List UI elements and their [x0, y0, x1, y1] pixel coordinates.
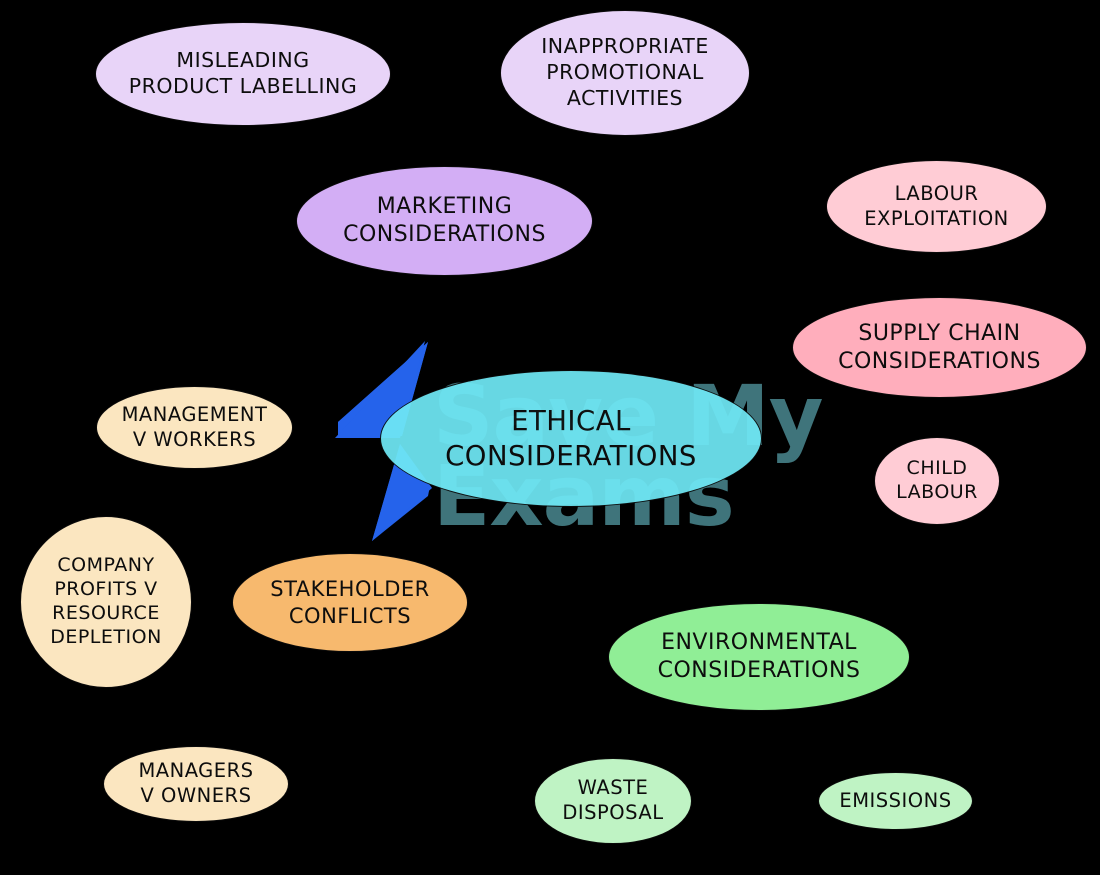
node-labour-exploitation: LABOUR EXPLOITATION	[826, 160, 1047, 253]
node-waste-disposal: WASTE DISPOSAL	[534, 758, 692, 844]
node-supply-chain-considerations: SUPPLY CHAIN CONSIDERATIONS	[792, 297, 1087, 398]
node-managers-v-owners: MANAGERS V OWNERS	[103, 746, 289, 822]
node-ethical-considerations-center: ETHICAL CONSIDERATIONS	[380, 370, 762, 507]
node-management-v-workers: MANAGEMENT V WORKERS	[96, 386, 293, 469]
node-inappropriate-promotional-activities: INAPPROPRIATE PROMOTIONAL ACTIVITIES	[500, 10, 750, 136]
node-marketing-considerations: MARKETING CONSIDERATIONS	[296, 166, 593, 276]
node-company-profits-v-resource-depletion: COMPANY PROFITS V RESOURCE DEPLETION	[20, 516, 192, 688]
node-misleading-product-labelling: MISLEADING PRODUCT LABELLING	[95, 22, 391, 126]
node-stakeholder-conflicts: STAKEHOLDER CONFLICTS	[232, 553, 468, 652]
node-emissions: EMISSIONS	[818, 772, 973, 830]
node-child-labour: CHILD LABOUR	[874, 437, 1000, 525]
node-environmental-considerations: ENVIRONMENTAL CONSIDERATIONS	[608, 603, 910, 711]
